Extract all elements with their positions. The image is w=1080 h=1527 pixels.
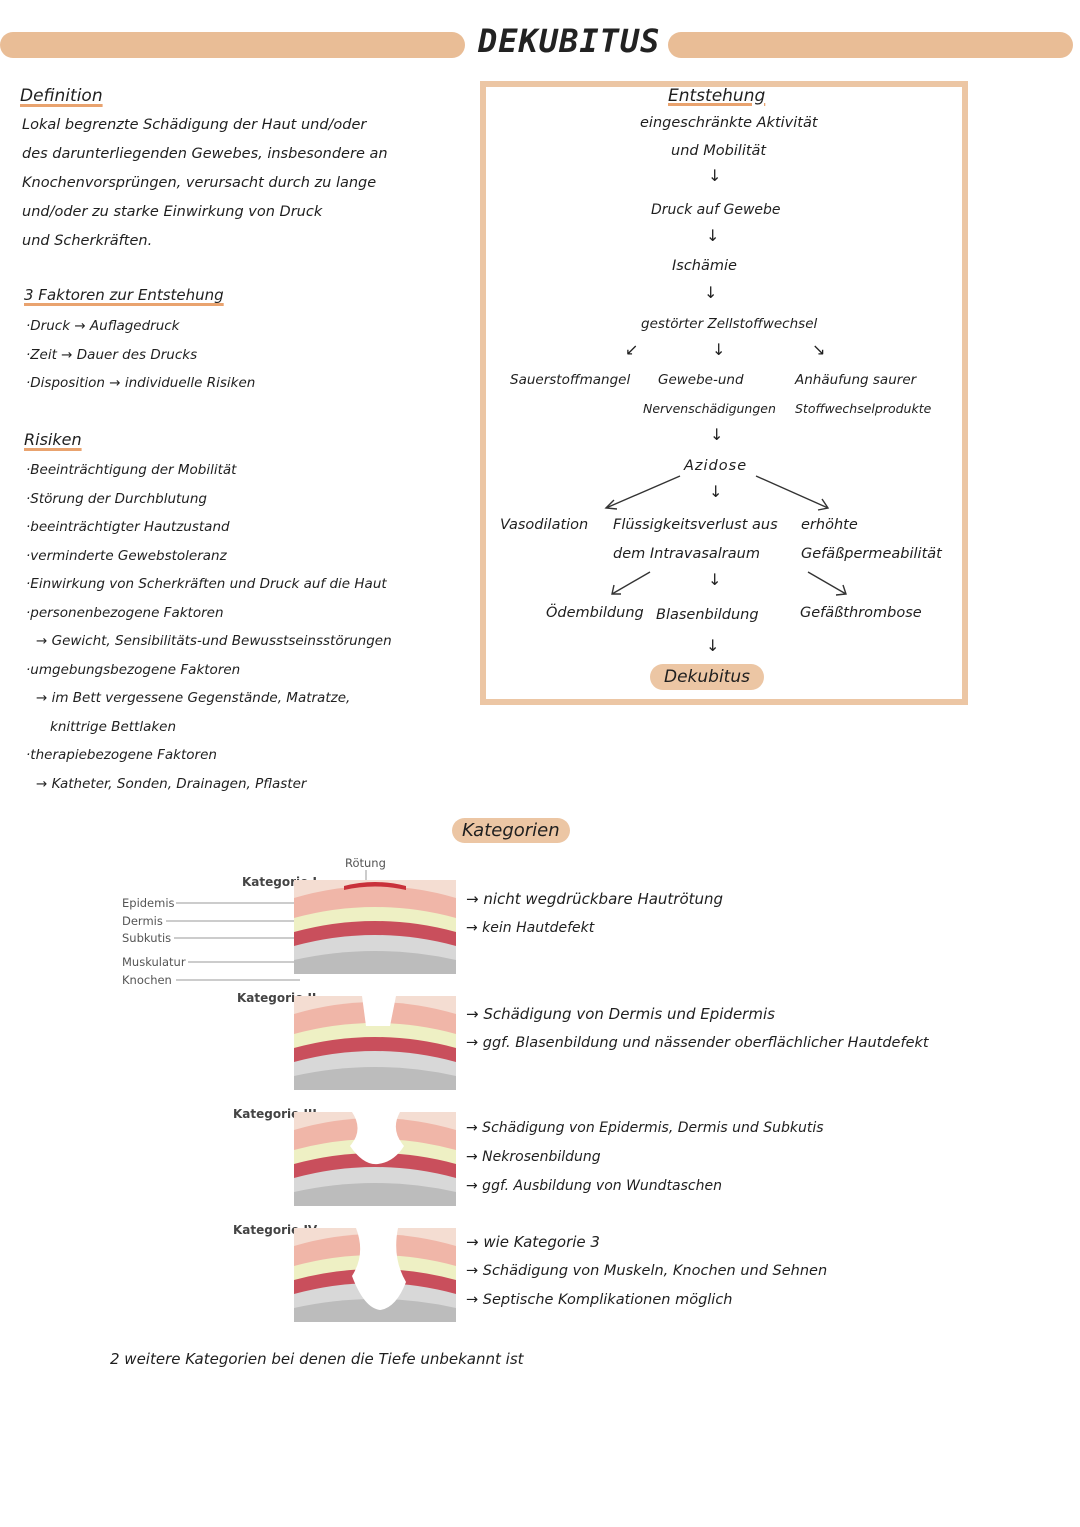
flow-node-7-right-a: erhöhte [801,517,858,533]
definition-line: und/oder zu starke Einwirkung von Druck [22,204,323,220]
desc-line: → Nekrosenbildung [466,1149,601,1165]
faktoren-list: ·Druck → Auflagedruck ·Zeit → Dauer des … [26,312,255,398]
flow-arrow-down: ↓ [712,340,726,359]
desc-line: → Septische Komplikationen möglich [466,1292,733,1308]
header-bar-right [668,32,1073,58]
list-item: → Katheter, Sonden, Drainagen, Pflaster [36,775,307,792]
definition-text: Lokal begrenzte Schädigung der Haut und/… [22,111,388,256]
list-item: ·umgebungsbezogene Faktoren [26,661,241,678]
flow-node-4: gestörter Zellstoffwechsel [641,316,818,332]
label-knochen: Knochen [122,973,172,987]
result-badge: Dekubitus [650,664,764,690]
definition-line: und Scherkräften. [22,233,153,249]
flow-node-5-right-a: Anhäufung saurer [795,372,917,388]
flow-arrowhead [611,584,621,595]
flow-arrow-down: ↓ [708,166,722,185]
flow-arrow-down: ↓ [706,636,720,655]
label-muskulatur: Muskulatur [122,955,186,969]
flow-arrow-down: ↓ [710,425,724,444]
header-bar-left [0,32,465,58]
flow-node-7-mid-a: Flüssigkeitsverlust aus [613,517,778,533]
desc-line: → nicht wegdrückbare Hautrötung [466,890,724,908]
flow-node-5-mid-b: Nervenschädigungen [643,401,776,416]
flow-node-5-right-b: Stoffwechselprodukte [795,401,932,416]
label-epidermis: Epidemis [122,896,175,910]
list-item: knittrige Bettlaken [50,718,177,735]
list-item: ·therapiebezogene Faktoren [26,747,217,763]
skin-diagram-kategorie-3 [294,1112,456,1206]
label-rotung: Rötung [345,856,386,870]
list-item: → Gewicht, Sensibilitäts-und Bewusstsein… [36,633,392,649]
flow-arrow-down: ↓ [704,283,718,302]
definition-line: des darunterliegenden Gewebes, insbesond… [22,146,388,162]
kategorie-2-desc: → Schädigung von Dermis und Epidermis → … [466,1000,929,1058]
flow-node-3: Ischämie [672,258,737,274]
flow-arrow-line [755,475,829,509]
flow-node-5-left: Sauerstoffmangel [510,372,631,388]
desc-line: → Schädigung von Epidermis, Dermis und S… [466,1120,824,1136]
flow-arrow-down-right: ↘ [812,340,826,359]
flow-node-7-right-b: Gefäßpermeabilität [801,546,942,562]
flow-arrow-line [807,571,847,595]
flow-node-5-mid-a: Gewebe-und [658,372,744,388]
flow-arrow-down: ↓ [706,226,720,245]
list-item: ·beeinträchtigter Hautzustand [26,519,230,535]
definition-line: Lokal begrenzte Schädigung der Haut und/… [22,117,367,133]
list-item: ·Disposition → individuelle Risiken [26,375,256,391]
kategorien-heading: Kategorien [452,818,570,843]
list-item: ·Einwirkung von Scherkräften und Druck a… [26,576,387,592]
flow-arrow-down-left: ↙ [625,340,639,359]
list-item: ·verminderte Gewebstoleranz [26,547,227,564]
flow-node-6: Azidose [684,458,748,474]
flow-arrow-down: ↓ [708,570,722,589]
definition-heading: Definition [20,86,103,106]
list-item: ·Zeit → Dauer des Drucks [26,346,198,363]
flow-connectors [604,475,847,596]
page-title: DEKUBITUS [478,22,661,60]
label-subkutis: Subkutis [122,931,172,945]
entstehung-box [480,81,968,705]
list-item: ·Beeinträchtigung der Mobilität [26,462,237,478]
flow-node-7-left: Vasodilation [500,517,589,533]
flow-node-1b: und Mobilität [671,143,767,159]
list-item: ·Störung der Durchblutung [26,490,207,507]
flow-node-7-mid-b: dem Intravasalraum [613,546,760,562]
desc-line: → kein Hautdefekt [466,920,595,936]
kategorie-1-desc: → nicht wegdrückbare Hautrötung → kein H… [466,885,723,943]
flow-node-2: Druck auf Gewebe [651,202,781,218]
flow-node-8-right: Gefäßthrombose [800,605,922,621]
desc-line: → Schädigung von Muskeln, Knochen und Se… [466,1263,828,1279]
flow-arrow-line [605,475,681,509]
list-item: → im Bett vergessene Gegenstände, Matrat… [36,690,351,706]
list-item: ·personenbezogene Faktoren [26,604,224,621]
desc-line: → wie Kategorie 3 [466,1233,600,1251]
desc-line: → Schädigung von Dermis und Epidermis [466,1005,775,1023]
skin-diagram-kategorie-1 [294,880,456,974]
label-leader-lines [166,870,367,981]
kategorien-footer: 2 weitere Kategorien bei denen die Tiefe… [110,1350,524,1368]
entstehung-heading: Entstehung [668,86,766,106]
skin-diagram-kategorie-4 [294,1228,456,1322]
kategorie-3-desc: → Schädigung von Epidermis, Dermis und S… [466,1114,824,1201]
flow-arrowhead [817,498,830,511]
risiken-list: ·Beeinträchtigung der Mobilität ·Störung… [26,456,392,798]
flow-node-1a: eingeschränkte Aktivität [640,115,818,131]
desc-line: → ggf. Ausbildung von Wundtaschen [466,1178,722,1194]
flow-node-8-left: Ödembildung [546,605,644,621]
kategorie-4-desc: → wie Kategorie 3 → Schädigung von Muske… [466,1228,827,1315]
flow-arrowhead [835,584,847,596]
definition-line: Knochenvorsprüngen, verursacht durch zu … [22,175,377,191]
list-item: ·Druck → Auflagedruck [26,318,180,334]
skin-diagram-kategorie-2 [294,996,456,1090]
desc-line: → ggf. Blasenbildung und nässender oberf… [466,1035,929,1051]
faktoren-heading: 3 Faktoren zur Entstehung [24,286,224,304]
flow-arrow-down: ↓ [709,482,723,501]
flow-arrow-line [611,571,651,595]
risiken-heading: Risiken [24,430,82,449]
flow-node-8-mid: Blasenbildung [656,607,759,623]
label-dermis: Dermis [122,914,163,928]
flow-arrowhead [604,499,618,510]
